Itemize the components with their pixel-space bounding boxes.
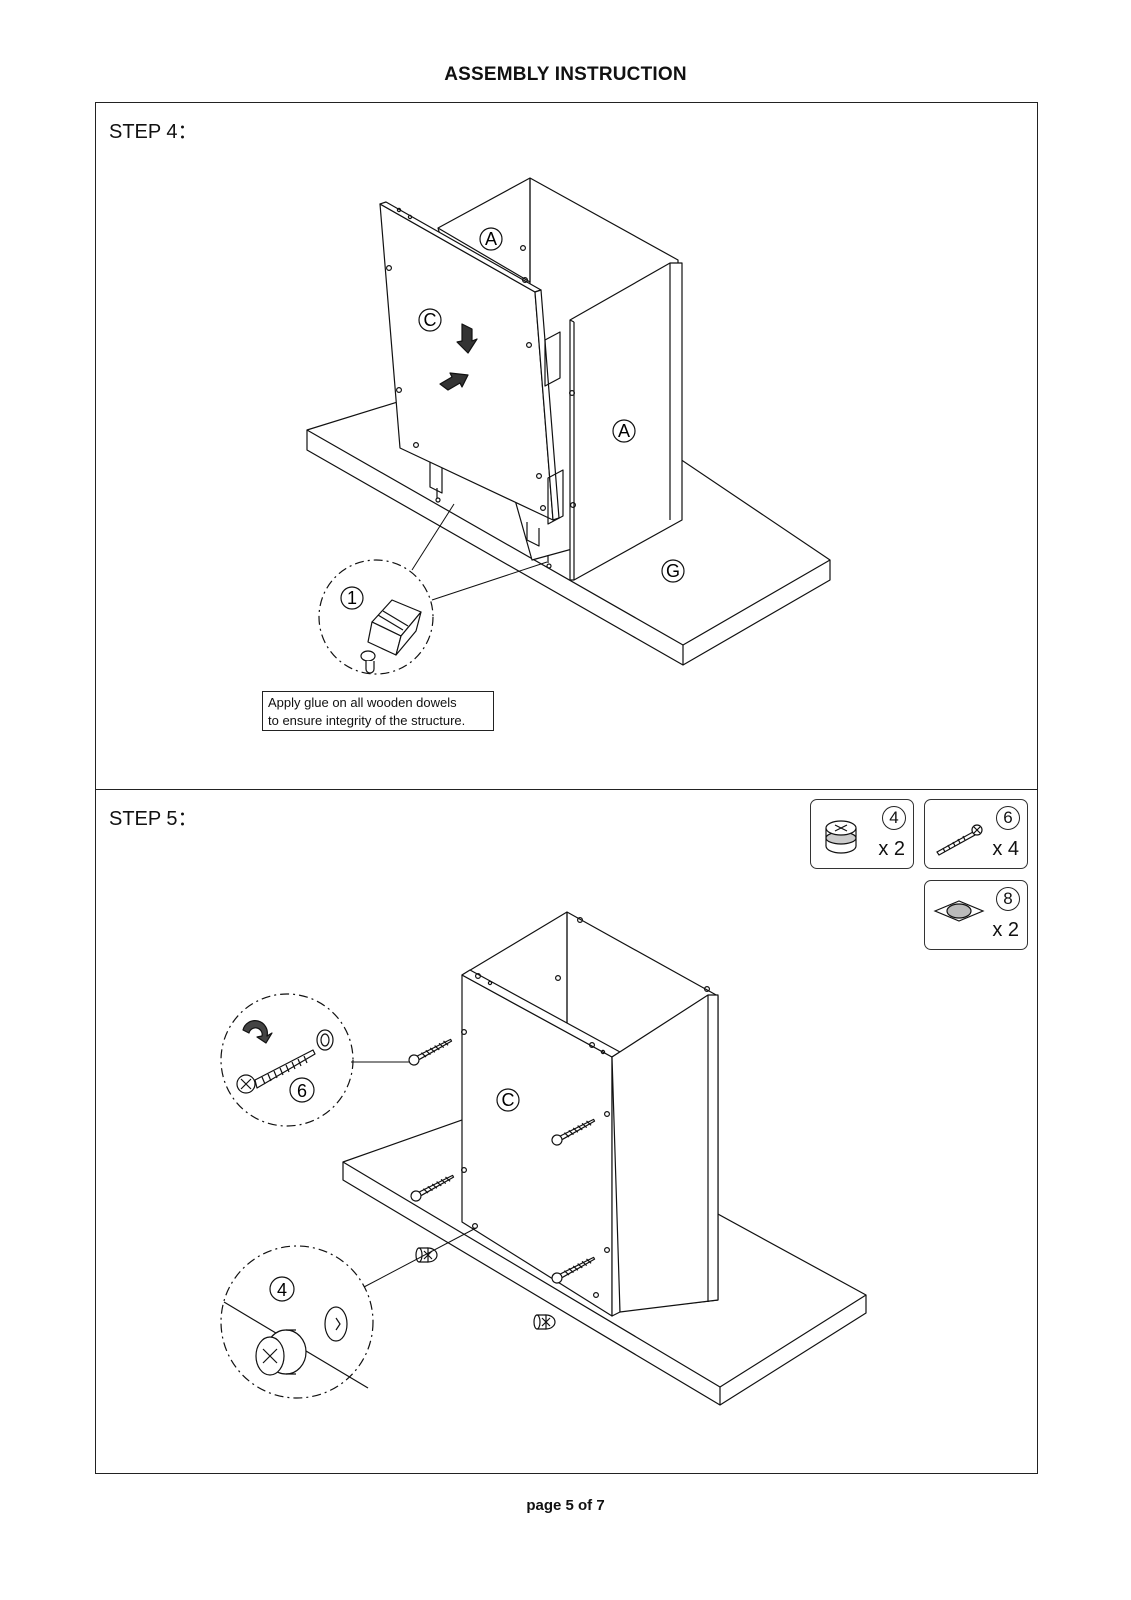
step4-detail-circle xyxy=(318,559,434,675)
part-qty-8: x 2 xyxy=(992,919,1019,941)
step5-cam-detail-circle xyxy=(220,1245,374,1399)
cam-lock-icon xyxy=(825,820,857,854)
dowel-detail-icon xyxy=(360,599,422,674)
step5-screws xyxy=(408,1038,596,1284)
label-detail-part-6: 6 xyxy=(297,1081,307,1101)
part-box-8: 8 x 2 xyxy=(924,880,1028,950)
step-divider xyxy=(95,789,1038,790)
part-qty-6: x 4 xyxy=(992,838,1019,860)
page-footer: page 5 of 7 xyxy=(526,1497,605,1514)
step4-arrow-down-icon xyxy=(456,323,478,354)
cover-cap-icon xyxy=(933,900,985,922)
note-line-2: to ensure integrity of the structure. xyxy=(268,713,466,728)
label-top-back: A xyxy=(485,229,497,249)
screw-detail-icon xyxy=(236,1020,334,1094)
step4-dowels xyxy=(429,331,564,569)
glue-note: Apply glue on all wooden dowels to ensur… xyxy=(262,691,494,731)
part-number-6: 6 xyxy=(996,806,1020,830)
step4-panel-labels: A C A G 1 xyxy=(340,227,685,610)
label-base: G xyxy=(666,561,680,581)
part-qty-4: x 2 xyxy=(878,838,905,860)
step-4-label: STEP 4： xyxy=(109,121,198,143)
label-detail-part-1: 1 xyxy=(347,588,357,608)
cam-detail-icon xyxy=(223,1301,369,1389)
part-number-8: 8 xyxy=(996,887,1020,911)
screw-icon xyxy=(936,824,983,856)
part-box-6: 6 x 4 xyxy=(924,799,1028,869)
label-right-side: A xyxy=(618,421,630,441)
label-front-panel-c: C xyxy=(502,1090,515,1110)
label-front-side: C xyxy=(424,310,437,330)
page-title: ASSEMBLY INSTRUCTION xyxy=(444,64,687,85)
step5-panel-labels: C 6 4 xyxy=(269,1077,520,1302)
step4-arrow-right-icon xyxy=(439,372,469,391)
instruction-frame xyxy=(95,102,1038,1474)
step5-base-panel xyxy=(342,1101,867,1406)
part-box-4: 4 x 2 xyxy=(810,799,914,869)
step-5-label: STEP 5： xyxy=(109,808,198,830)
step5-front-panel-c xyxy=(461,916,719,1317)
part-number-4: 4 xyxy=(882,806,906,830)
step4-front-panel-c xyxy=(379,201,576,521)
note-line-1: Apply glue on all wooden dowels xyxy=(268,695,457,710)
label-detail-part-4: 4 xyxy=(277,1280,287,1300)
step5-screw-detail-circle xyxy=(220,993,354,1127)
